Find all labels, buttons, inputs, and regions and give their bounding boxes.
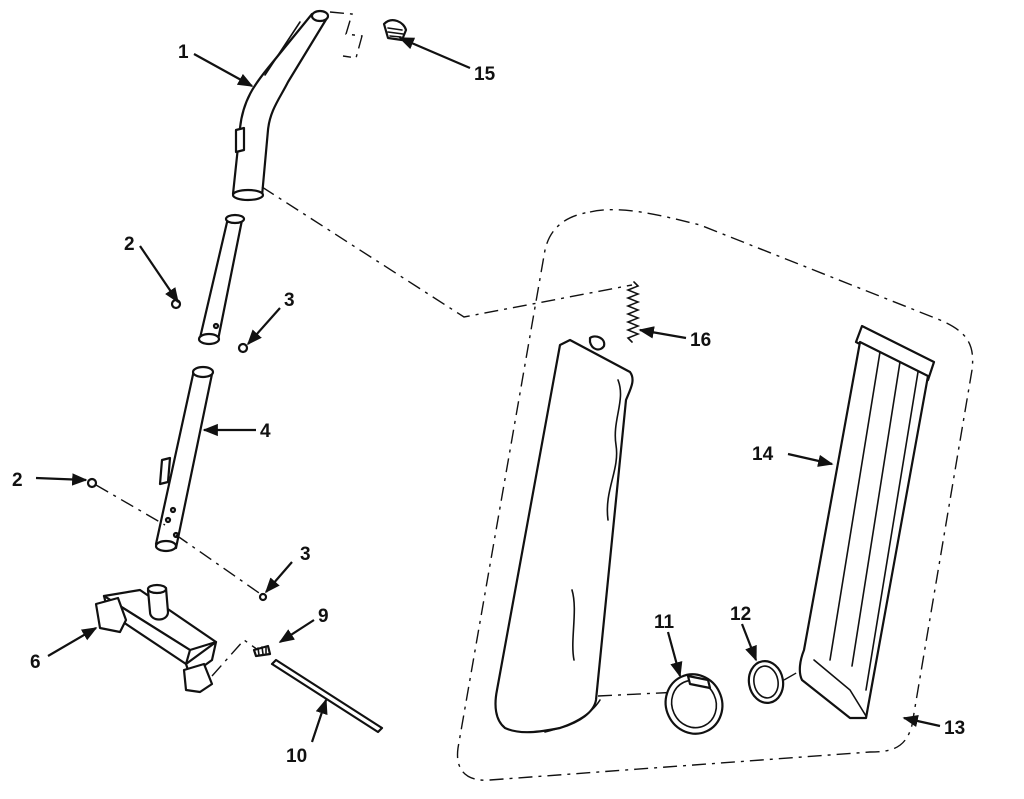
- nut-lower: [258, 592, 268, 602]
- lower-tube: [154, 365, 215, 553]
- callout-12: 12: [730, 604, 751, 625]
- callout-9: 9: [318, 606, 329, 627]
- outer-bag: [494, 335, 634, 734]
- callout-16: 16: [690, 330, 711, 351]
- callout-2-lower: 2: [12, 470, 23, 491]
- handle-bail: [94, 583, 218, 694]
- cord-hook: [382, 19, 408, 42]
- bag-kit-outline: [456, 209, 974, 781]
- screw-lower: [86, 477, 98, 489]
- inner-bag: [798, 324, 936, 720]
- bail-rod: [270, 658, 384, 734]
- callout-13: 13: [944, 718, 965, 739]
- middle-tube: [197, 213, 246, 346]
- clamp-ring: [664, 673, 724, 735]
- callout-1: 1: [178, 42, 189, 63]
- callout-15: 15: [474, 64, 496, 85]
- screw-upper: [170, 298, 182, 310]
- upper-handle: [231, 9, 330, 202]
- callout-11: 11: [654, 612, 675, 633]
- callout-3-upper: 3: [284, 290, 295, 311]
- collar-ring: [747, 660, 785, 704]
- nut-upper: [237, 342, 249, 354]
- callout-14: 14: [752, 444, 774, 465]
- callout-3-lower: 3: [300, 544, 311, 565]
- callout-6: 6: [30, 652, 41, 673]
- bail-screw: [252, 644, 272, 658]
- callout-4: 4: [260, 421, 271, 442]
- spring: [625, 281, 641, 343]
- callout-2-upper: 2: [124, 234, 135, 255]
- callout-10: 10: [286, 746, 307, 767]
